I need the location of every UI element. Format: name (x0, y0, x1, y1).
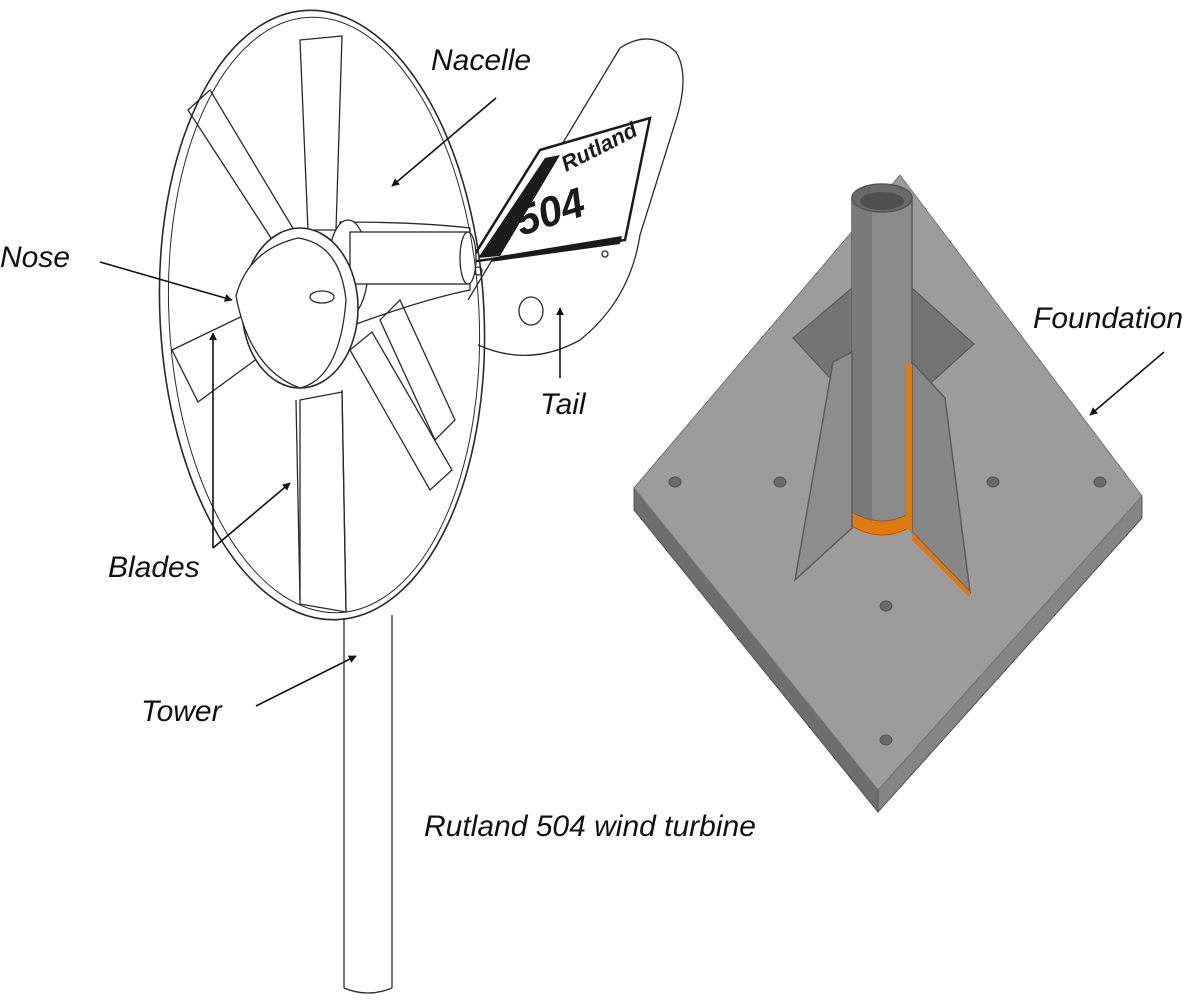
label-blades: Blades (108, 551, 200, 584)
tail-vane (467, 38, 684, 357)
label-arrows (99, 97, 1165, 707)
turbine-drawing (99, 9, 1165, 994)
caption: Rutland 504 wind turbine (424, 810, 756, 843)
nose-hub (235, 227, 359, 389)
arrow-nose (99, 261, 233, 302)
arrow-foundation (1089, 351, 1165, 416)
label-tail: Tail (540, 388, 586, 421)
label-foundation: Foundation (1033, 302, 1184, 335)
foundation-drawing (633, 174, 1143, 814)
weld-seam-base (912, 532, 970, 598)
bolt-holes (668, 476, 1107, 746)
front-left-gusset (793, 350, 853, 583)
label-tower: Tower (141, 695, 222, 728)
blades (171, 35, 456, 613)
rotor-rim (158, 9, 486, 621)
label-nacelle: Nacelle (431, 44, 532, 77)
label-nose: Nose (0, 241, 71, 274)
rotor-rim-inner (167, 16, 481, 614)
arrow-nacelle (391, 97, 497, 187)
arrow-tower (255, 655, 357, 707)
arrow-blades-2 (212, 482, 291, 549)
weld-seam (906, 364, 912, 532)
tail-hole (518, 296, 544, 326)
